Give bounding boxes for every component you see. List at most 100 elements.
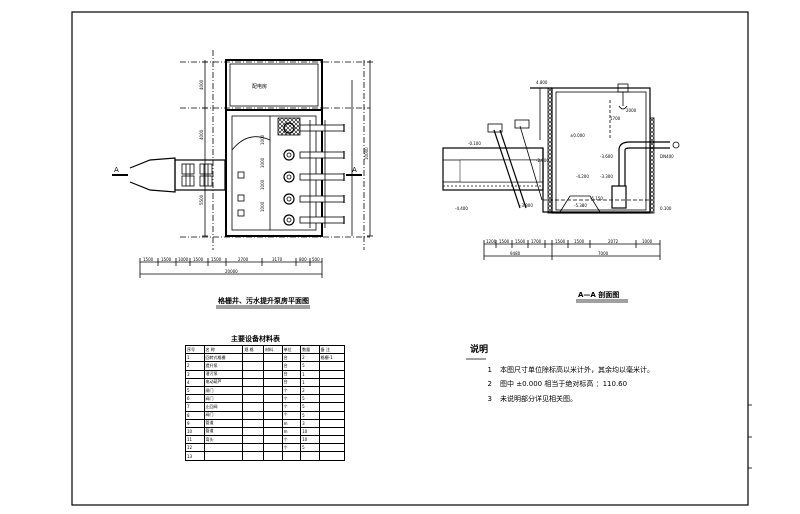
note-text: 本图尺寸单位除标高以米计外，其余均以毫米计。 (500, 365, 654, 374)
svg-text:2072: 2072 (608, 239, 619, 244)
table-cell (242, 410, 265, 420)
table-cell (263, 361, 283, 371)
room-label: 配电房 (252, 83, 267, 90)
table-cell (242, 443, 265, 453)
table-cell (203, 443, 244, 453)
note-number: 3 (487, 394, 492, 403)
bottom-dimensions: 1500 1500 1000 1500 1500 2700 3170 800 5… (139, 257, 323, 278)
right-small-dims: 2000 1700 (610, 108, 637, 121)
wet-well (542, 148, 651, 213)
svg-text:1500: 1500 (143, 257, 154, 262)
table-cell (263, 435, 283, 445)
table-cell: 阀门 (203, 410, 244, 420)
table-cell: 台 (281, 377, 302, 387)
svg-text:±0.000: ±0.000 (570, 133, 585, 138)
table-cell (318, 377, 346, 387)
table-cell: 管道 (203, 418, 244, 428)
table-cell (242, 361, 265, 371)
svg-text:1500: 1500 (574, 239, 585, 244)
table-cell (300, 451, 320, 461)
pump (283, 122, 295, 134)
table-cell (318, 418, 346, 428)
table-cell: 阀门 (203, 394, 244, 404)
table-cell: 6 (185, 394, 205, 404)
svg-text:3170: 3170 (272, 257, 283, 262)
table-cell (263, 410, 283, 420)
left-dimensions: 4000 4000 5500 (199, 60, 208, 237)
svg-text:-2.800: -2.800 (536, 158, 549, 163)
table-cell: 提升泵 (203, 361, 244, 371)
plan-caption: 格栅井、污水提升泵房平面图 (218, 297, 309, 305)
svg-text:-5.150: -5.150 (590, 196, 603, 201)
table-cell: 个 (281, 435, 302, 445)
table-header-cell: 名 称 (203, 344, 244, 355)
table-cell: 5 (300, 443, 320, 453)
table-cell (318, 451, 346, 461)
table-cell (318, 426, 346, 437)
table-cell: 个 (281, 385, 302, 396)
svg-text:1000: 1000 (178, 257, 189, 262)
table-cell: 5 (300, 410, 320, 420)
pumps (283, 122, 295, 226)
section-view: 4.800 -0.100 ±0.000 -2.800 -3.600 -4.200… (442, 80, 680, 260)
section-mark-right: A (346, 166, 362, 176)
section-bottom-dimensions: 1200 1500 1500 1700 1500 1500 2072 1000 … (483, 239, 661, 260)
table-cell (242, 394, 265, 404)
table-cell (263, 377, 283, 387)
note-item: 1 本图尺寸单位除标高以米计外，其余均以毫米计。 (470, 366, 710, 374)
svg-text:1500: 1500 (211, 257, 222, 262)
svg-text:1500: 1500 (193, 257, 204, 262)
table-cell (263, 426, 283, 437)
svg-text:1000: 1000 (260, 201, 265, 212)
outlet-pipes (299, 120, 345, 228)
electrical-room (225, 59, 323, 111)
table-cell: 台 (281, 353, 302, 363)
svg-text:-0.100: -0.100 (468, 141, 481, 146)
svg-text:1000: 1000 (642, 239, 653, 244)
table-cell (242, 377, 265, 387)
table-cell: 1 (185, 353, 205, 363)
table-cell: 5 (300, 394, 320, 404)
section-mark-left: A (112, 166, 128, 176)
note-item: 3 未说明部分详见相关图。 (470, 395, 710, 403)
table-cell (242, 385, 265, 396)
svg-text:5500: 5500 (199, 194, 204, 205)
notes-title: 说明 (470, 345, 489, 355)
table-cell: 个 (281, 394, 302, 404)
svg-text:2700: 2700 (238, 257, 249, 262)
note-number: 2 (487, 380, 492, 389)
superstructure (551, 87, 651, 214)
table-cell: 4 (185, 377, 205, 387)
svg-text:10000: 10000 (364, 147, 369, 160)
level-labels: 4.800 -0.100 ±0.000 -2.800 -3.600 -4.200… (455, 80, 674, 211)
table-cell (281, 451, 302, 461)
table-cell (242, 353, 265, 363)
svg-text:4000: 4000 (199, 79, 204, 90)
svg-text:1000: 1000 (260, 179, 265, 190)
table-cell: 12 (185, 443, 205, 453)
svg-text:1000: 1000 (260, 157, 265, 168)
table-cell: 11 (185, 435, 205, 445)
pump (283, 149, 295, 161)
svg-text:A: A (114, 166, 119, 174)
edge-marks (748, 404, 752, 469)
table-cell: 5 (300, 402, 320, 412)
table-cell: 13 (185, 451, 205, 461)
svg-text:2000: 2000 (626, 108, 637, 113)
svg-text:-3.600: -3.600 (600, 154, 613, 159)
svg-text:1500: 1500 (515, 239, 526, 244)
svg-text:-3.300: -3.300 (600, 174, 613, 179)
table-header-cell: 单位 (281, 344, 302, 355)
table-cell: 10 (300, 435, 320, 445)
